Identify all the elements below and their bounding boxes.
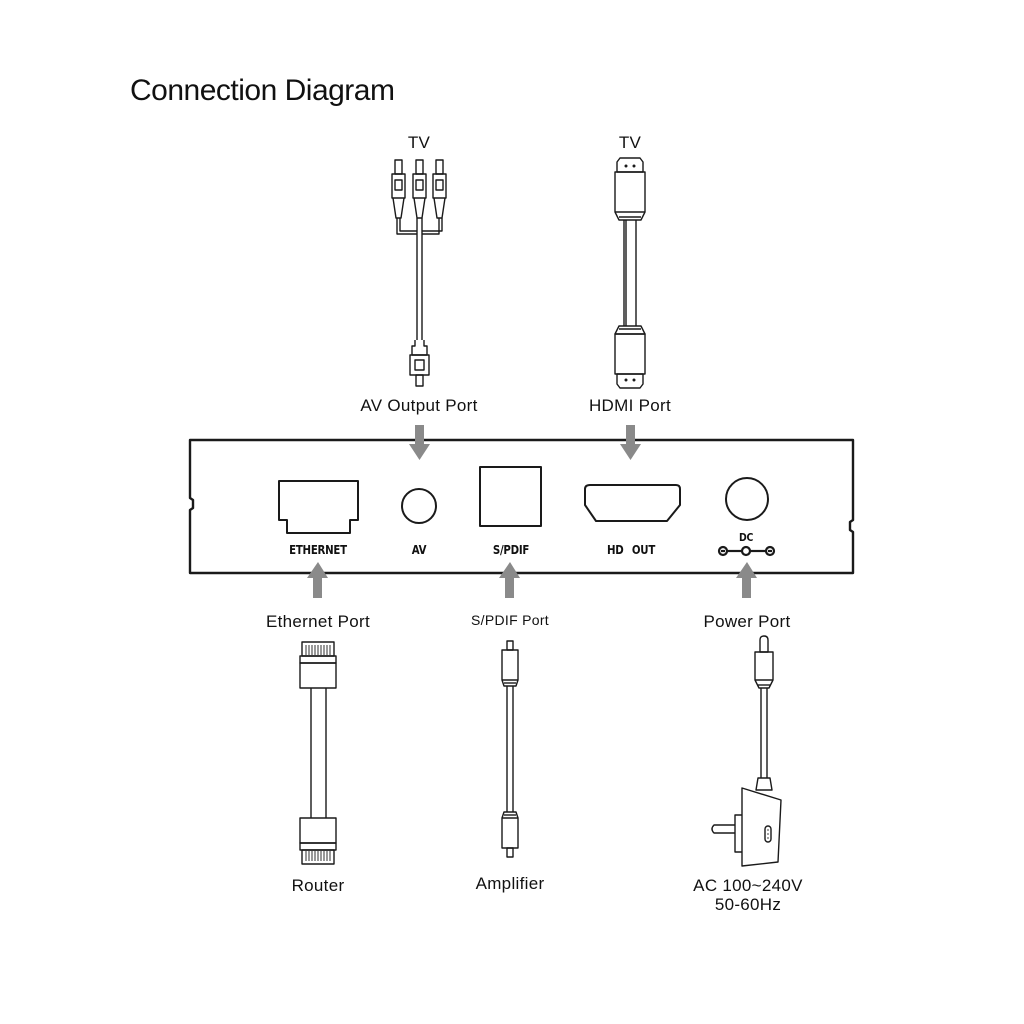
device-rear-panel: [188, 438, 855, 575]
power-adapter-icon: [711, 635, 782, 867]
power-frequency-text: 50-60Hz: [714, 895, 782, 914]
hdmi-panel-label: HD OUT: [606, 543, 656, 557]
ethernet-port-label: Ethernet Port: [265, 612, 371, 631]
rca-av-cable-icon: [391, 159, 447, 387]
av-output-arrow-icon: [409, 425, 430, 460]
av-output-port-label: AV Output Port: [360, 396, 478, 415]
hdmi-cable-target-label: TV: [618, 133, 642, 152]
diagram-title: Connection Diagram: [130, 74, 395, 107]
av-cable-target-label: TV: [407, 133, 431, 152]
dc-panel-label: DC: [738, 531, 754, 544]
power-port-label: Power Port: [703, 612, 791, 631]
av-panel-label: AV: [411, 543, 427, 557]
dc-polarity-icon: [717, 545, 776, 557]
hdmi-cable-icon: [614, 157, 646, 389]
av-port-icon: [401, 488, 437, 524]
ethernet-port-icon: [278, 480, 359, 534]
ethernet-arrow-icon: [307, 562, 328, 598]
spdif-port-label: S/PDIF Port: [471, 612, 549, 628]
power-voltage-text: AC 100~240V: [693, 876, 803, 895]
ethernet-panel-label: ETHERNET: [289, 543, 347, 557]
dc-port-icon: [725, 477, 769, 521]
amplifier-label: Amplifier: [475, 874, 545, 893]
hdmi-port-label: HDMI Port: [588, 396, 672, 415]
router-label: Router: [291, 876, 345, 895]
hdmi-port-icon: [584, 484, 681, 522]
hdmi-arrow-icon: [620, 425, 641, 460]
spdif-panel-label: S/PDIF: [492, 543, 530, 557]
spdif-arrow-icon: [499, 562, 520, 598]
ethernet-cable-icon: [299, 641, 337, 865]
power-arrow-icon: [736, 562, 757, 598]
power-spec-label: AC 100~240V 50-60Hz: [693, 876, 803, 914]
spdif-port-icon: [479, 466, 542, 527]
optical-spdif-cable-icon: [501, 640, 519, 858]
